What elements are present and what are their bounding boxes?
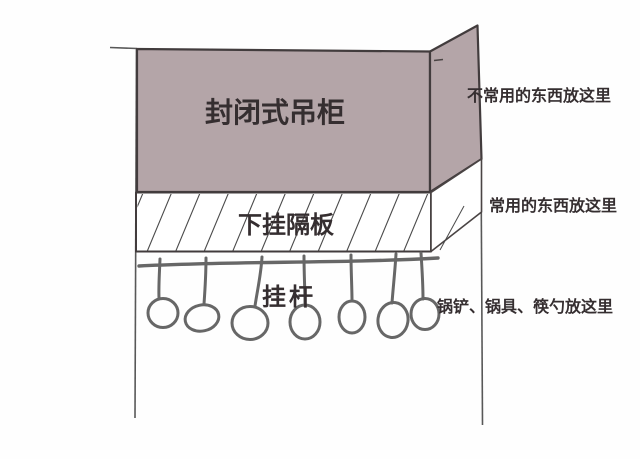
annotation-rarely-used: 不常用的东西放这里 xyxy=(467,86,611,105)
shelf-side-hatch-line xyxy=(439,205,465,251)
hook-1 xyxy=(146,257,180,329)
hook-group xyxy=(146,251,441,341)
hook-2 xyxy=(183,256,221,333)
hook-4 xyxy=(288,254,322,341)
shelf-side-face xyxy=(430,158,483,253)
hook-7 xyxy=(409,251,441,331)
side-panel-sketch-dash xyxy=(433,58,444,62)
hook-6 xyxy=(376,252,410,339)
hanging-rod xyxy=(137,256,440,268)
annotation-commonly-used: 常用的东西放这里 xyxy=(489,196,617,215)
annotation-utensils: 锅铲、锅具、筷勺放这里 xyxy=(437,297,613,316)
shelf-label: 下挂隔板 xyxy=(238,212,335,239)
hook-3 xyxy=(230,255,270,341)
top-left-extension-line xyxy=(109,46,138,50)
rod-label: 挂杆 xyxy=(262,284,316,311)
hook-5 xyxy=(337,253,367,335)
cabinet-label: 封闭式吊柜 xyxy=(205,97,345,128)
shelf-hatching xyxy=(137,194,429,251)
